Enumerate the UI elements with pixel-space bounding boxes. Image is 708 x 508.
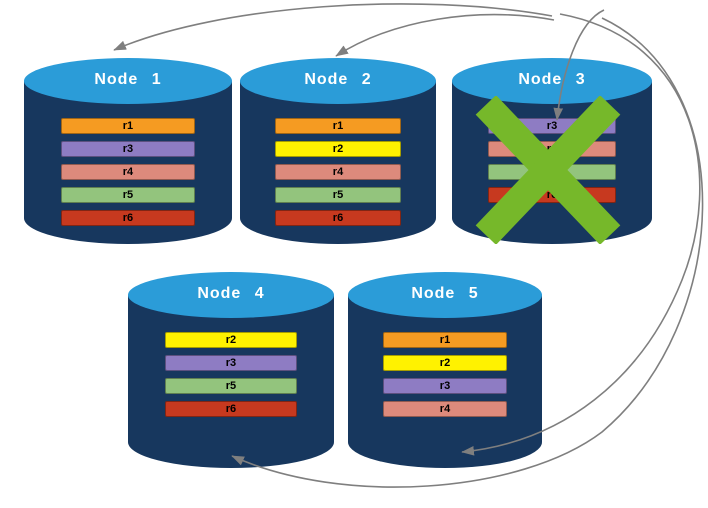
node-title: Node 2	[304, 71, 372, 88]
replica-bar-list: r2 r3 r5 r6	[128, 332, 334, 417]
node-title: Node 4	[197, 285, 265, 302]
replica-bar-r3: r3	[165, 355, 297, 371]
replica-bar-list: r1 r3 r4 r5 r6	[24, 118, 232, 226]
replica-bar-r2: r2	[165, 332, 297, 348]
replica-bar-r2: r2	[275, 141, 401, 157]
node-cylinder-node-2: Node 2 r1 r2 r4 r5 r6	[240, 58, 436, 244]
node-cylinder-node-1: Node 1 r1 r3 r4 r5 r6	[24, 58, 232, 244]
replication-arrow-to-node-2	[335, 13, 555, 57]
replica-bar-r6: r6	[61, 210, 195, 226]
replica-bar-r6: r6	[165, 401, 297, 417]
replica-bar-r3: r3	[382, 378, 508, 394]
replication-arrow-to-node-1	[113, 3, 553, 51]
replica-bar-r1: r1	[275, 118, 401, 134]
node-title: Node 3	[518, 71, 586, 88]
replica-bar-r2: r2	[382, 355, 508, 371]
replica-bar-r6: r6	[275, 210, 401, 226]
replica-bar-r4: r4	[275, 164, 401, 180]
replica-bar-r5: r5	[61, 187, 195, 203]
replica-bar-r4: r4	[382, 401, 508, 417]
replica-bar-list: r1 r2 r4 r5 r6	[240, 118, 436, 226]
replica-bar-r5: r5	[275, 187, 401, 203]
node-title: Node 1	[94, 71, 162, 88]
replica-bar-r3: r3	[488, 118, 616, 134]
replica-bar-r4: r4	[61, 164, 195, 180]
replica-bar-r5: r5	[488, 164, 616, 180]
replica-bar-r1: r1	[382, 332, 508, 348]
node-cylinder-node-5: Node 5 r1 r2 r3 r4	[348, 272, 542, 468]
replica-bar-r6: r6	[488, 187, 616, 203]
node-title: Node 5	[411, 285, 479, 302]
node-cylinder-node-3: Node 3 r3 r4 r5 r6	[452, 58, 652, 244]
node-cylinder-node-4: Node 4 r2 r3 r5 r6	[128, 272, 334, 468]
replica-bar-r5: r5	[165, 378, 297, 394]
replica-bar-r4: r4	[488, 141, 616, 157]
replica-bar-r1: r1	[61, 118, 195, 134]
replica-bar-r3: r3	[61, 141, 195, 157]
cylinder-top	[24, 58, 232, 104]
replica-bar-list: r1 r2 r3 r4	[348, 332, 542, 417]
replica-bar-list: r3 r4 r5 r6	[452, 118, 652, 203]
